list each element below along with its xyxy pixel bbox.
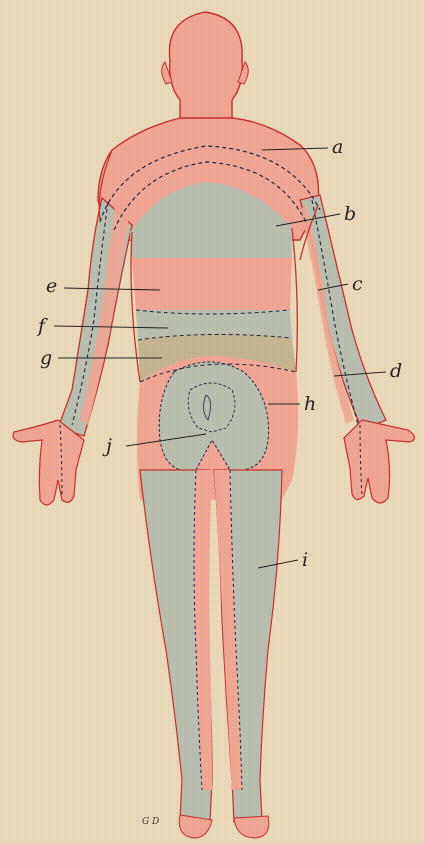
artist-signature: G D	[142, 817, 159, 827]
label-g: g	[40, 347, 52, 369]
label-h: h	[304, 393, 316, 415]
label-d: d	[390, 360, 402, 382]
label-a: a	[332, 136, 343, 158]
label-e: e	[46, 275, 57, 297]
label-i: i	[302, 549, 308, 571]
label-c: c	[352, 273, 363, 295]
label-b: b	[344, 203, 356, 225]
